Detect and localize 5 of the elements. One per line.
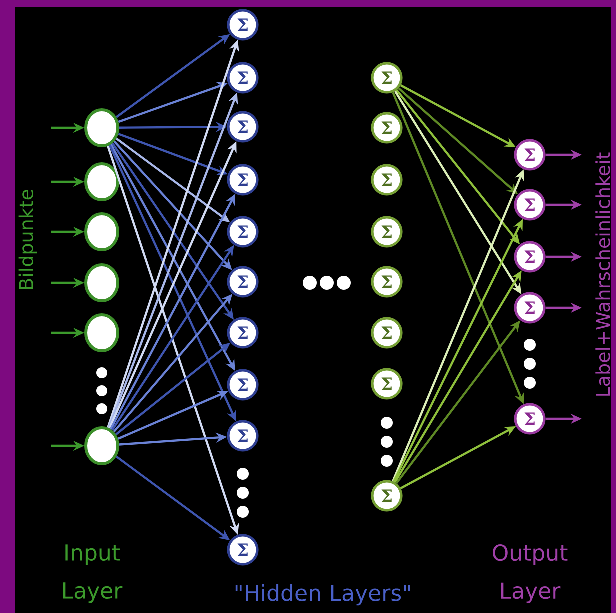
layer-label: "Hidden Layers": [236, 584, 410, 606]
layer-label: Input Layer: [64, 544, 123, 604]
layer-label: Output Layer: [493, 544, 568, 604]
axis-label: Bildpunkte: [18, 190, 38, 290]
axis-label: Label+Wahrscheinlichkeit: [596, 152, 610, 396]
